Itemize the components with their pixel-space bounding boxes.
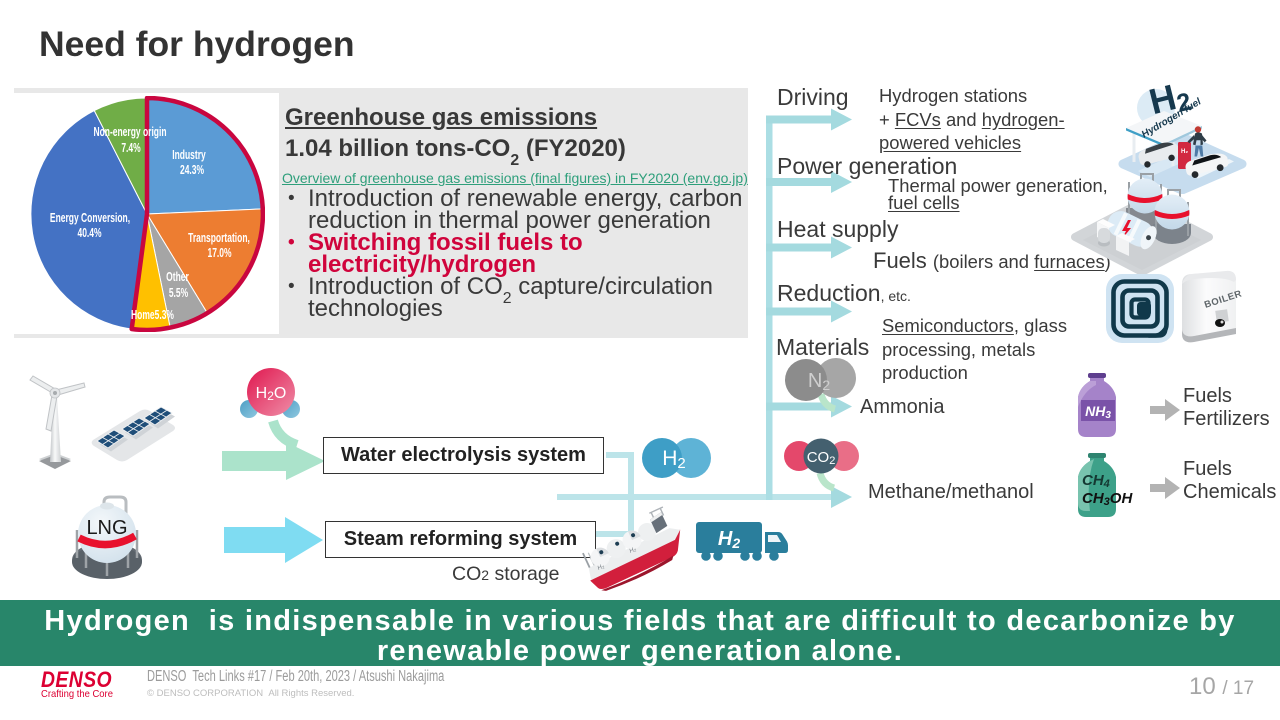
svg-text:NH3: NH3 [1085, 403, 1111, 421]
svg-text:17.0%: 17.0% [207, 246, 231, 260]
svg-text:CH3OH: CH3OH [1082, 490, 1133, 508]
svg-text:CH4: CH4 [1082, 472, 1110, 490]
svg-text:H₂: H₂ [629, 546, 638, 555]
svg-text:Industry: Industry [172, 148, 206, 162]
svg-text:Energy Conversion,: Energy Conversion, [50, 211, 130, 225]
svg-text:H₂: H₂ [597, 563, 606, 572]
svg-text:24.3%: 24.3% [180, 163, 204, 177]
svg-text:H₂: H₂ [1181, 149, 1188, 155]
svg-text:Other: Other [166, 270, 189, 284]
svg-text:Non-energy origin: Non-energy origin [93, 125, 166, 139]
svg-text:7.4%: 7.4% [121, 141, 141, 155]
svg-text:Transportation,: Transportation, [188, 231, 250, 245]
svg-text:CO2: CO2 [807, 449, 836, 467]
svg-text:5.5%: 5.5% [169, 286, 189, 300]
svg-text:LNG: LNG [86, 517, 127, 539]
svg-text:H2O: H2O [256, 385, 287, 403]
svg-text:Home5.3%: Home5.3% [131, 308, 174, 322]
svg-text:40.4%: 40.4% [77, 226, 101, 240]
